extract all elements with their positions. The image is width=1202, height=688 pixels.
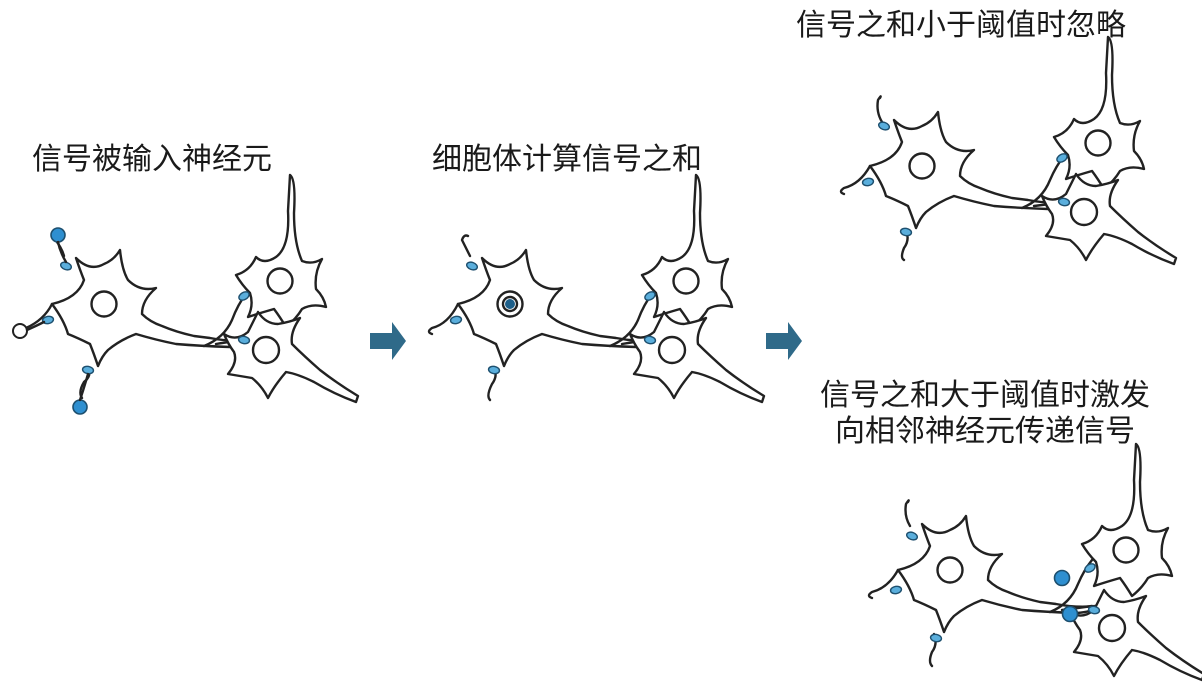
above-threshold-label-line1: 信号之和大于阈值时激发 — [820, 378, 1150, 413]
above-threshold-label: 信号之和大于阈值时激发 向相邻神经元传递信号 — [820, 378, 1150, 450]
right-arrow-icon — [370, 322, 406, 360]
below-threshold-label: 信号之和小于阈值时忽略 — [796, 8, 1126, 43]
output-signal-dot — [1061, 605, 1079, 623]
stage2-label: 细胞体计算信号之和 — [432, 142, 702, 177]
input-signal-dot — [12, 323, 28, 339]
below-threshold-group — [839, 95, 1070, 262]
stage1-input-signals — [12, 227, 90, 415]
above-threshold-label-line2: 向相邻神经元传递信号 — [835, 414, 1135, 449]
stage2-group — [427, 234, 658, 402]
output-signals — [1053, 569, 1079, 623]
stage1-group — [21, 231, 252, 400]
output-signal-dot — [1053, 569, 1071, 587]
right-arrow-icon — [766, 322, 802, 360]
input-signal-dot — [72, 399, 88, 415]
stage1-label: 信号被输入神经元 — [32, 142, 272, 177]
summing-signal-dot — [505, 299, 515, 309]
input-signal-dot — [50, 227, 66, 243]
